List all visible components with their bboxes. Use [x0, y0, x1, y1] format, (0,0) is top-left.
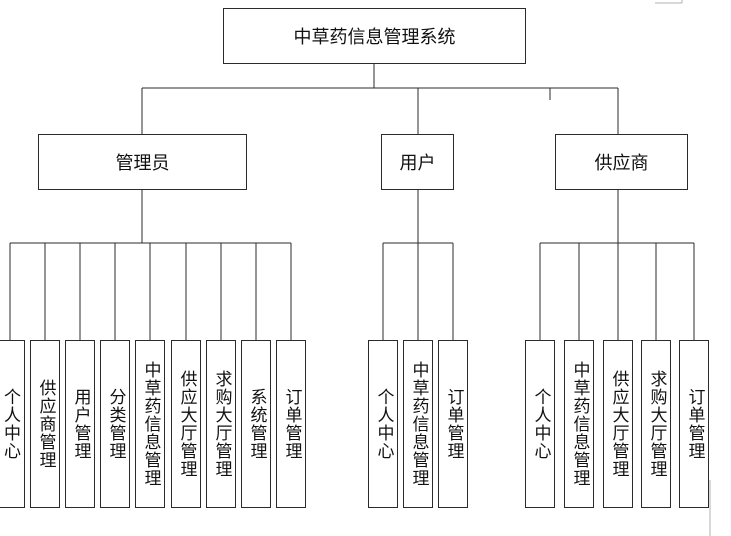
user-module-order-management: 订单管理 — [438, 340, 468, 508]
admin-module-user-management: 用户管理 — [65, 340, 95, 508]
admin-module-category-management: 分类管理 — [100, 340, 130, 508]
user-module-herb-info-management: 中草药信息管理 — [403, 340, 433, 508]
supplier-module-herb-info-management: 中草药信息管理 — [564, 340, 594, 508]
supplier-module-personal-center: 个人中心 — [525, 340, 555, 508]
admin-module-supply-hall-management: 供应大厅管理 — [171, 340, 201, 508]
admin-module-order-management: 订单管理 — [276, 340, 306, 508]
root-node: 中草药信息管理系统 — [223, 8, 526, 64]
root-node-label: 中草药信息管理系统 — [293, 27, 456, 48]
role-label: 用户 — [399, 153, 436, 174]
supplier-module-supply-hall-management: 供应大厅管理 — [603, 340, 633, 508]
supplier-module-order-management: 订单管理 — [679, 340, 709, 508]
role-label: 供应商 — [594, 153, 649, 174]
admin-module-herb-info-management: 中草药信息管理 — [135, 340, 165, 508]
role-node-admin: 管理员 — [38, 134, 247, 190]
role-node-supplier: 供应商 — [555, 134, 688, 190]
user-module-personal-center: 个人中心 — [368, 340, 398, 508]
admin-module-purchase-hall-management: 求购大厅管理 — [206, 340, 236, 508]
admin-module-supplier-management: 供应商管理 — [30, 340, 60, 508]
role-label: 管理员 — [115, 153, 170, 174]
supplier-module-purchase-hall-management: 求购大厅管理 — [641, 340, 671, 508]
role-node-user: 用户 — [381, 134, 454, 190]
admin-module-personal-center: 个人中心 — [0, 340, 25, 508]
admin-module-system-management: 系统管理 — [241, 340, 271, 508]
